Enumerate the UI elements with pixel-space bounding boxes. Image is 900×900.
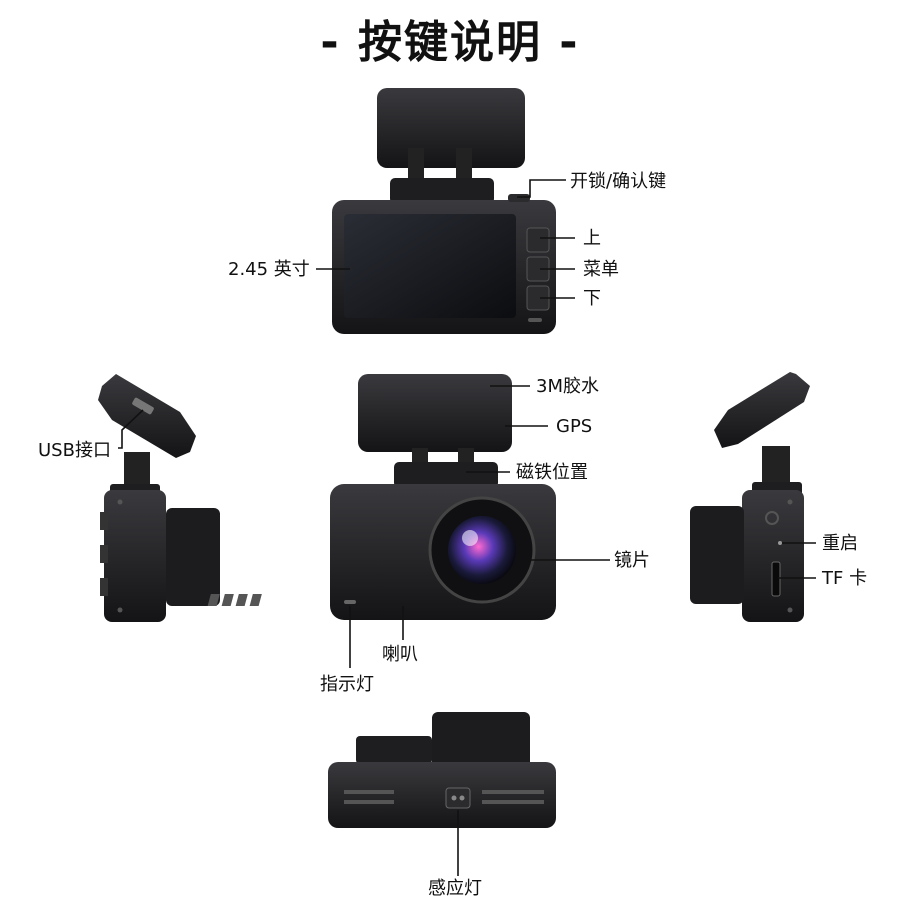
adhesive-pad [358, 374, 512, 452]
page-title: - 按键说明 - [320, 17, 580, 68]
label-indicator-light: 指示灯 [320, 674, 374, 695]
lens-barrel-top [432, 712, 530, 768]
label-gps: GPS [556, 416, 592, 437]
label-screen-size: 2.45 英寸 [228, 259, 310, 280]
camera-top-view [328, 712, 556, 828]
mount-arm-left [98, 374, 196, 458]
tf-card-slot [771, 561, 781, 597]
lens-barrel-right [690, 506, 744, 604]
label-3m-adhesive: 3M胶水 [536, 376, 599, 397]
camera-right-view [690, 372, 810, 622]
camera-body-left [104, 490, 166, 622]
label-lens: 镜片 [614, 550, 650, 571]
lens [448, 516, 516, 584]
vent-left [344, 790, 394, 804]
usb-port [132, 397, 154, 415]
screen [344, 214, 516, 318]
camera-front-view [332, 88, 556, 334]
label-usb-port: USB接口 [38, 440, 111, 461]
label-tf-card: TF 卡 [821, 568, 867, 589]
label-down: 下 [583, 288, 601, 309]
label-light-sensor: 感应灯 [428, 878, 482, 899]
label-unlock-confirm: 开锁/确认键 [570, 171, 666, 192]
up-button[interactable] [526, 227, 550, 253]
light-sensor [445, 787, 471, 809]
label-menu: 菜单 [583, 259, 619, 280]
mount-pad [377, 88, 525, 168]
label-speaker: 喇叭 [382, 644, 418, 665]
camera-body-top [328, 762, 556, 828]
power-button [508, 194, 530, 202]
camera-body-right [742, 490, 804, 622]
reset-hole [765, 511, 779, 525]
camera-left-view [98, 374, 220, 622]
lens-barrel-left [166, 508, 220, 606]
vent-right [482, 790, 544, 804]
speaker-grille [207, 594, 262, 606]
mount-arm-right [714, 372, 810, 448]
label-magnet-position: 磁铁位置 [516, 462, 588, 483]
indicator-light [344, 600, 356, 604]
mount-base [390, 178, 494, 204]
label-up: 上 [583, 228, 601, 249]
magnet-mount [394, 462, 498, 488]
camera-lens-view [207, 374, 556, 620]
label-reset: 重启 [822, 533, 858, 554]
